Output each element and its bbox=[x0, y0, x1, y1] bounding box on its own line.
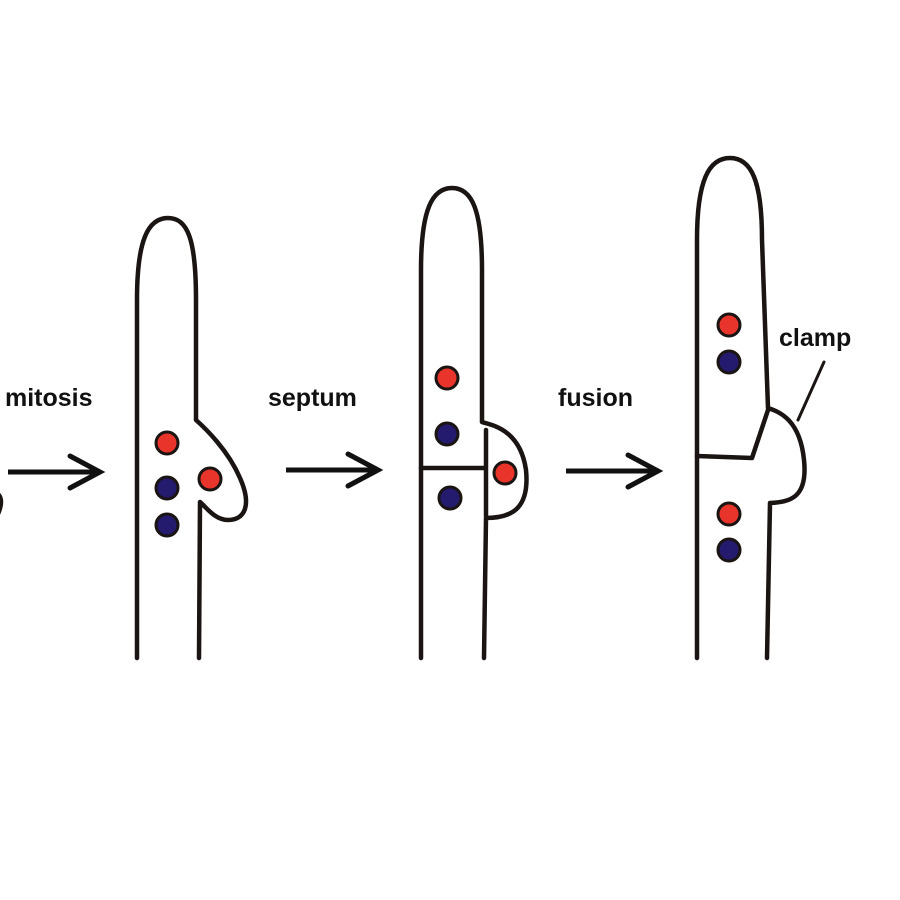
clamp-leader-line bbox=[796, 360, 826, 422]
hypha-wall-fusion bbox=[694, 155, 807, 661]
nucleus-blue bbox=[716, 537, 742, 563]
hypha-stage-fusion bbox=[694, 155, 807, 661]
label-clamp: clamp bbox=[779, 324, 851, 352]
nucleus-red bbox=[434, 365, 460, 391]
nucleus-blue bbox=[154, 512, 180, 538]
nucleus-blue bbox=[437, 485, 463, 511]
nucleus-blue bbox=[154, 475, 180, 501]
arrow-septum bbox=[286, 451, 384, 489]
nucleus-red-in-hook bbox=[197, 466, 223, 492]
label-septum: septum bbox=[268, 384, 357, 412]
nucleus-red bbox=[716, 312, 742, 338]
label-fusion: fusion bbox=[558, 384, 633, 412]
nucleus-red-in-hook bbox=[492, 460, 518, 486]
arrow-fusion bbox=[566, 452, 664, 490]
nucleus-blue bbox=[434, 421, 460, 447]
septum-fused bbox=[694, 407, 771, 461]
hypha-stage-septum bbox=[418, 185, 529, 661]
hypha-stage-mitosis bbox=[134, 215, 249, 661]
nucleus-red bbox=[716, 501, 742, 527]
nucleus-blue bbox=[716, 349, 742, 375]
nucleus-red bbox=[154, 430, 180, 456]
label-mitosis: mitosis bbox=[5, 384, 93, 412]
hypha-wall-septum bbox=[418, 185, 529, 661]
hypha-wall-mitosis bbox=[134, 215, 249, 661]
cut-off-previous-stage bbox=[0, 492, 4, 516]
arrow-mitosis bbox=[8, 453, 106, 491]
